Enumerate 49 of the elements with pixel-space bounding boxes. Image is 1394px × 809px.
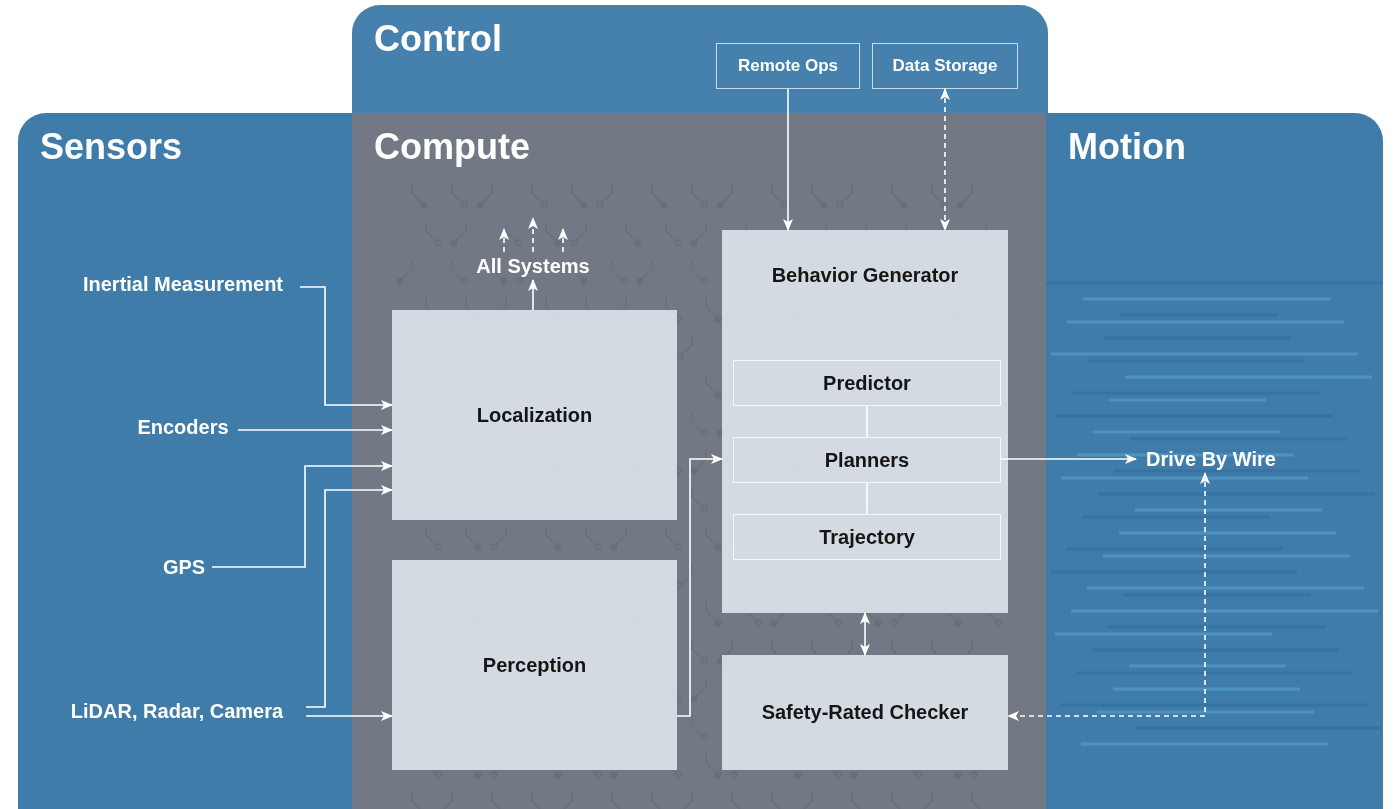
box-label: Trajectory: [819, 525, 915, 549]
section-title: Sensors: [40, 125, 183, 169]
text-label: LiDAR, Radar, Camera: [48, 697, 306, 725]
section-panel: [352, 113, 1048, 809]
box-label: Data Storage: [892, 56, 998, 76]
section-panel: [1046, 113, 1383, 809]
section-panel: [18, 113, 354, 809]
outlined-box: [872, 43, 1018, 89]
text-label: GPS: [156, 553, 212, 581]
arrow: [211, 461, 393, 568]
arrow: [1000, 454, 1137, 464]
section-title: Motion: [1068, 125, 1186, 169]
box-label: Remote Ops: [737, 56, 839, 76]
outlined-box: [716, 43, 860, 89]
box-label: Planners: [824, 448, 910, 472]
arrow: [676, 454, 723, 717]
arrow: [1007, 472, 1210, 721]
arrow: [783, 88, 793, 231]
process-box: [392, 560, 677, 770]
arrow: [528, 217, 538, 253]
connector-line: [866, 405, 868, 438]
arrow: [860, 612, 870, 656]
arrow: [237, 425, 393, 435]
box-label: Safety-Rated Checker: [761, 701, 969, 724]
sub-process-box: [733, 514, 1001, 560]
text-label: Encoders: [128, 413, 238, 441]
connector-line: [866, 482, 868, 515]
process-box: [722, 230, 1008, 613]
process-box: [392, 310, 677, 520]
sub-process-box: [733, 360, 1001, 406]
sub-process-box: [733, 437, 1001, 483]
process-box: [722, 655, 1008, 770]
section-title: Control: [374, 17, 502, 61]
arrow: [305, 485, 393, 708]
arrow: [305, 711, 393, 721]
arrow: [299, 286, 393, 410]
box-label: Localization: [476, 403, 593, 427]
box-label: Perception: [482, 653, 587, 677]
text-label: Drive By Wire: [1136, 445, 1286, 473]
box-label: Behavior Generator: [771, 264, 959, 287]
section-panel: [352, 5, 1048, 115]
arrow: [558, 228, 568, 253]
arrow: [940, 88, 950, 231]
text-label: All Systems: [466, 252, 600, 280]
text-label: Inertial Measurement: [66, 270, 300, 298]
arrow: [528, 279, 538, 311]
section-title: Compute: [374, 125, 530, 169]
box-label: Predictor: [823, 371, 911, 395]
arrow: [499, 228, 509, 253]
